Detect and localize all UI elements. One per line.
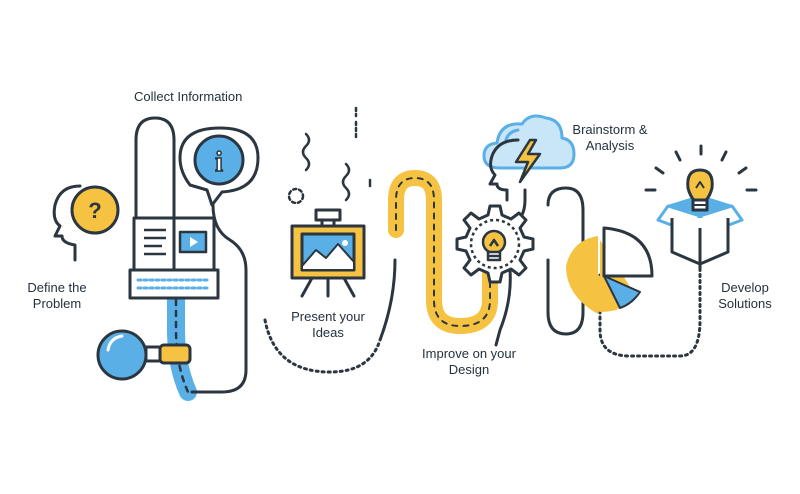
label-define-the-problem: Define the Problem: [20, 280, 94, 312]
rays-decoration: [644, 144, 758, 192]
label-present-line2: Ideas: [312, 325, 344, 340]
path-collect-loop: [134, 116, 176, 292]
confetti-decoration: [287, 106, 372, 205]
book-laptop-icon: [128, 216, 220, 300]
keyboard-icon: [136, 278, 212, 290]
label-present-your-ideas: Present your Ideas: [283, 309, 373, 341]
label-present-line1: Present your: [291, 309, 365, 324]
question-bubble-icon: ?: [70, 185, 120, 235]
label-collect-line1: Collect Information: [134, 89, 243, 104]
lightning-icon: [514, 138, 542, 184]
gear-lightbulb-icon: [481, 229, 507, 262]
brain-head-icon: [488, 138, 520, 202]
path-present-arc: [263, 318, 382, 374]
box-lightbulb-icon: [686, 168, 714, 212]
path-to-develop: [598, 268, 702, 358]
path-present-to-yellow: [378, 258, 397, 342]
label-brainstorm-line2: Analysis: [585, 138, 635, 153]
label-develop-solutions: Develop Solutions: [710, 280, 780, 312]
magnifier-icon: [96, 329, 192, 381]
label-brainstorm-line1: Brainstorm &: [572, 122, 648, 137]
info-letter-glyph: i: [215, 147, 223, 178]
label-define-line2: Problem: [32, 296, 82, 311]
easel-icon: [290, 208, 366, 298]
path-analysis-loop: [546, 186, 585, 336]
label-collect-information: Collect Information: [134, 89, 242, 105]
label-improve-line2: Design: [448, 362, 490, 377]
pie-chart-icon: [566, 226, 654, 314]
label-develop-line1: Develop: [721, 280, 769, 295]
path-info-bubble-tail: [190, 203, 248, 394]
label-define-line1: Define the: [27, 280, 87, 295]
label-develop-line2: Solutions: [718, 296, 772, 311]
label-improve-line1: Improve on your: [422, 346, 516, 361]
head-profile-icon: [52, 184, 82, 262]
yellow-path-dashes: [395, 177, 491, 327]
label-brainstorm-analysis: Brainstorm & Analysis: [562, 122, 658, 154]
question-mark-glyph: ?: [88, 198, 101, 223]
info-bubble-icon: i: [178, 126, 260, 207]
label-improve-on-your-design: Improve on your Design: [413, 346, 525, 378]
